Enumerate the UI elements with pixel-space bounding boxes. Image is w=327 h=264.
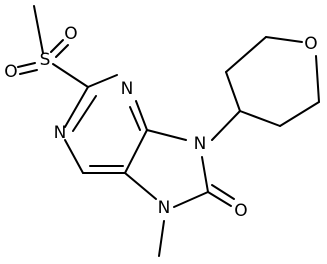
bond-s-c2 [52, 63, 89, 88]
atom-carbonyl-o: O [234, 201, 247, 221]
bond-c2-n-upper [87, 74, 118, 88]
atom-sulfonyl-s: S [40, 50, 51, 70]
atom-sulfonyl-o-left: O [4, 62, 17, 82]
bond-oxane-c4-c3a [225, 71, 241, 112]
bond-c4-n9 [146, 129, 187, 141]
bond-s-o-left-b [19, 69, 38, 75]
bond-s-o-right-b [55, 44, 69, 58]
atom-oxane-o: O [304, 34, 317, 54]
bond-n9-c8 [201, 156, 209, 193]
bond-n-lower-c6 [64, 139, 84, 174]
atom-pyrimidine-n-lower: N [54, 123, 67, 143]
bond-oxane-c2a-o [265, 36, 303, 43]
bond-n9-c4-oxane [211, 110, 241, 141]
bond-c4-n-upper-a [135, 100, 148, 131]
bond-c5-c4 [124, 129, 148, 174]
atom-imidazole-n9: N [194, 134, 207, 154]
bond-c8-o-b [211, 184, 235, 200]
bond-methyl-s [33, 5, 44, 54]
bond-s-o-left-a [17, 62, 36, 68]
bond-c4-n-upper-b [129, 106, 141, 131]
bond-c2-n-lower-b [72, 95, 97, 132]
bond-s-o-right-a [50, 39, 64, 53]
bond-oxane-c2b-c3b [279, 101, 320, 127]
bond-oxane-c3a-c2a [225, 36, 267, 73]
bond-c8-o-a [207, 191, 232, 207]
bonds [17, 5, 320, 257]
bond-c8-n7 [173, 191, 209, 208]
atom-sulfonyl-o-right: O [64, 24, 77, 44]
bond-n7-methyl [158, 220, 165, 257]
bond-oxane-c3b-c4 [239, 110, 281, 127]
bond-oxane-o-c2b [315, 55, 320, 103]
atom-imidazole-n7: N [158, 198, 171, 218]
atom-pyrimidine-n-upper: N [121, 79, 134, 99]
bond-c2-n-lower-a [64, 86, 89, 128]
bond-n7-c5 [124, 172, 157, 200]
atom-labels: O S O N N N N O O [4, 24, 317, 221]
